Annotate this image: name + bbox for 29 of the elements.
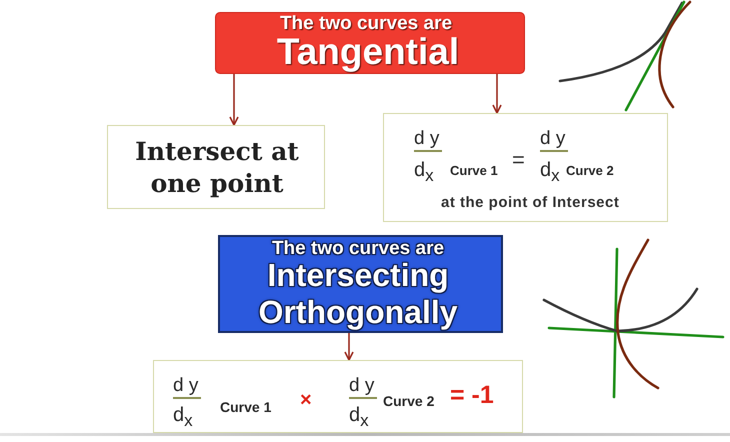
formula-box: [383, 113, 668, 222]
fraction-numerator: d y: [349, 375, 378, 399]
box-text: Intersect at one point: [134, 136, 300, 200]
subscript-label: Curve 2: [566, 163, 614, 179]
fraction-denominator: d$_{x}$: [173, 403, 193, 427]
subscript-label: Curve 2: [383, 393, 434, 410]
fraction-denominator: d$_{x}$: [414, 158, 434, 182]
arrow: [492, 74, 502, 114]
banner-title: Intersecting Orthogonally: [257, 257, 459, 331]
multiply-sign: ×: [300, 389, 312, 411]
banner-subtitle: The two curves are: [272, 238, 444, 259]
heading-banner: [218, 235, 503, 333]
fraction-numerator: d y: [173, 375, 202, 399]
text-box: [107, 125, 325, 209]
banner-subtitle: The two curves are: [280, 13, 452, 34]
formula-box: [153, 360, 523, 433]
arrow: [229, 74, 239, 126]
arrow: [344, 333, 354, 361]
fraction-numerator: d y: [414, 128, 442, 152]
subscript-label: Curve 1: [450, 163, 498, 179]
condition-note: at the point of Intersect: [441, 194, 620, 211]
subscript-label: Curve 1: [220, 399, 272, 416]
equals-sign: =: [512, 148, 525, 172]
fraction-denominator: d$_{x}$: [540, 158, 560, 182]
fraction-numerator: d y: [540, 128, 568, 152]
result-value: = -1: [450, 381, 494, 409]
heading-banner: [215, 12, 525, 74]
banner-title: Tangential: [276, 32, 460, 72]
fraction-denominator: d$_{x}$: [349, 403, 369, 427]
